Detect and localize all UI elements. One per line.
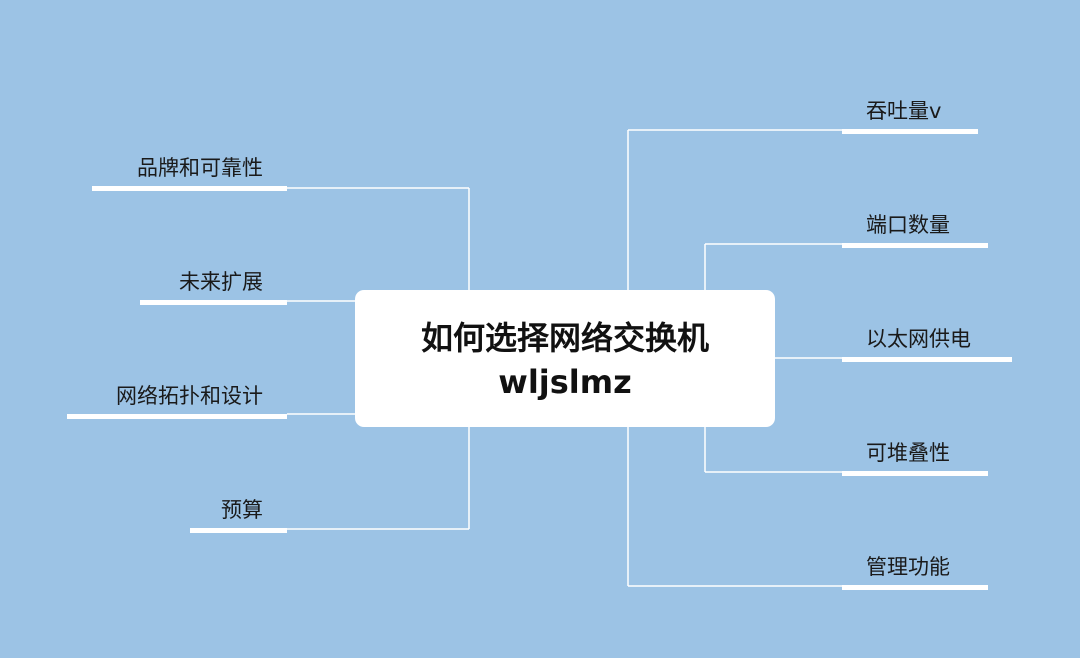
branch-label: 吞吐量v xyxy=(866,99,942,123)
branch-stackability: 可堆叠性 xyxy=(842,436,988,476)
branch-label: 品牌和可靠性 xyxy=(137,156,263,180)
branch-underline xyxy=(842,585,988,590)
branch-label: 端口数量 xyxy=(866,213,950,237)
branch-underline xyxy=(67,414,287,419)
branch-underline xyxy=(92,186,287,191)
branch-management: 管理功能 xyxy=(842,550,988,590)
branch-label: 以太网供电 xyxy=(866,327,971,351)
branch-future-expansion: 未来扩展 xyxy=(140,265,287,305)
branch-throughput: 吞吐量v xyxy=(842,94,978,134)
branch-underline xyxy=(842,471,988,476)
branch-label: 管理功能 xyxy=(866,555,950,579)
branch-port-count: 端口数量 xyxy=(842,208,988,248)
branch-label: 未来扩展 xyxy=(179,270,263,294)
branch-underline xyxy=(842,129,978,134)
branch-underline xyxy=(842,357,1012,362)
central-topic-title: 如何选择网络交换机 xyxy=(420,319,709,357)
branch-label: 网络拓扑和设计 xyxy=(116,384,263,408)
central-topic-subtitle: wljslmz xyxy=(498,363,632,401)
branch-brand-reliability: 品牌和可靠性 xyxy=(92,151,287,191)
branch-poe: 以太网供电 xyxy=(842,322,1012,362)
branch-label: 可堆叠性 xyxy=(866,441,950,465)
branch-network-topology: 网络拓扑和设计 xyxy=(67,379,287,419)
branch-label: 预算 xyxy=(221,498,263,522)
branch-underline xyxy=(190,528,287,533)
branch-underline xyxy=(140,300,287,305)
branch-underline xyxy=(842,243,988,248)
central-topic-node: 如何选择网络交换机 wljslmz xyxy=(355,290,775,427)
branch-budget: 预算 xyxy=(190,493,287,533)
